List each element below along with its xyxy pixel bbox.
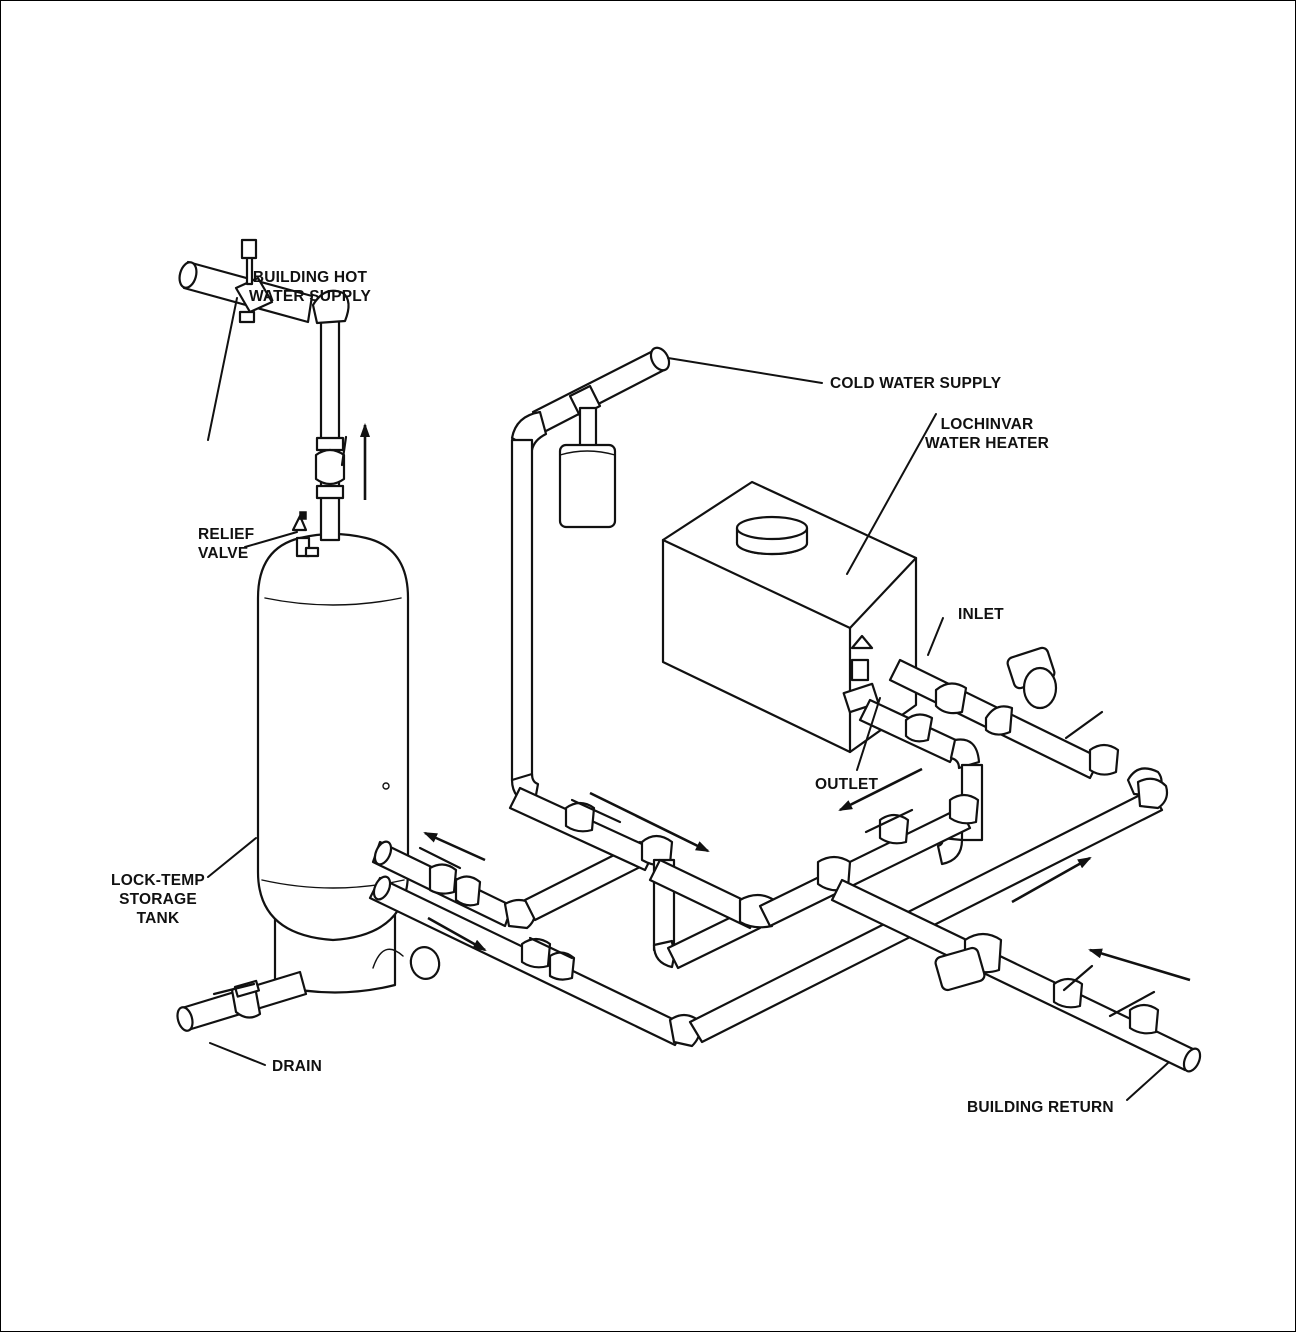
skirt-opening [409,946,441,980]
building-return-pipe [830,878,1202,1073]
label-line: LOCHINVAR [941,416,1034,433]
storage-tank [256,532,441,994]
label-line: TANK [137,910,180,927]
label-building-return: BUILDING RETURN [967,1099,1114,1116]
arrow-building-return [1088,948,1191,982]
arrow-cold-in [589,791,710,853]
label-line: RELIEF [198,526,254,543]
arrow-heater-outlet [838,767,923,812]
arrow-to-tank-upper [423,831,486,862]
label-line: VALVE [198,545,248,562]
flow-arrows [360,423,1191,982]
heater-return-run [758,793,980,928]
label-drain: DRAIN [272,1058,322,1075]
label-cold-water-supply: COLD WATER SUPPLY [830,375,1002,392]
label-lock-temp-storage-tank: LOCK-TEMP STORAGE TANK [111,872,205,927]
water-heater [661,480,918,754]
tank-lower-supply [368,777,1169,1048]
leader-lines [207,297,1169,1101]
label-lochinvar-water-heater: LOCHINVAR WATER HEATER [925,416,1049,452]
label-line: WATER SUPPLY [249,288,372,305]
drain-pipe [176,970,308,1032]
label-inlet: INLET [958,606,1004,623]
label-line: STORAGE [119,891,197,908]
label-building-hot-water-supply: BUILDING HOT WATER SUPPLY [249,269,372,305]
mixing-riser [648,858,776,970]
tank-upper-return [371,786,674,930]
arrow-tank-lower-out [427,916,487,952]
arrow-loop-to-heater [1011,856,1092,904]
label-line: WATER HEATER [925,435,1049,452]
label-line: LOCK-TEMP [111,872,205,889]
cold-water-supply-pipe [510,346,671,808]
hot-supply-riser [178,238,350,542]
relief-valve [291,511,320,558]
label-line: BUILDING HOT [253,269,368,286]
label-outlet: OUTLET [815,776,879,793]
tank-port [382,782,390,790]
label-relief-valve: RELIEF VALVE [198,526,254,562]
